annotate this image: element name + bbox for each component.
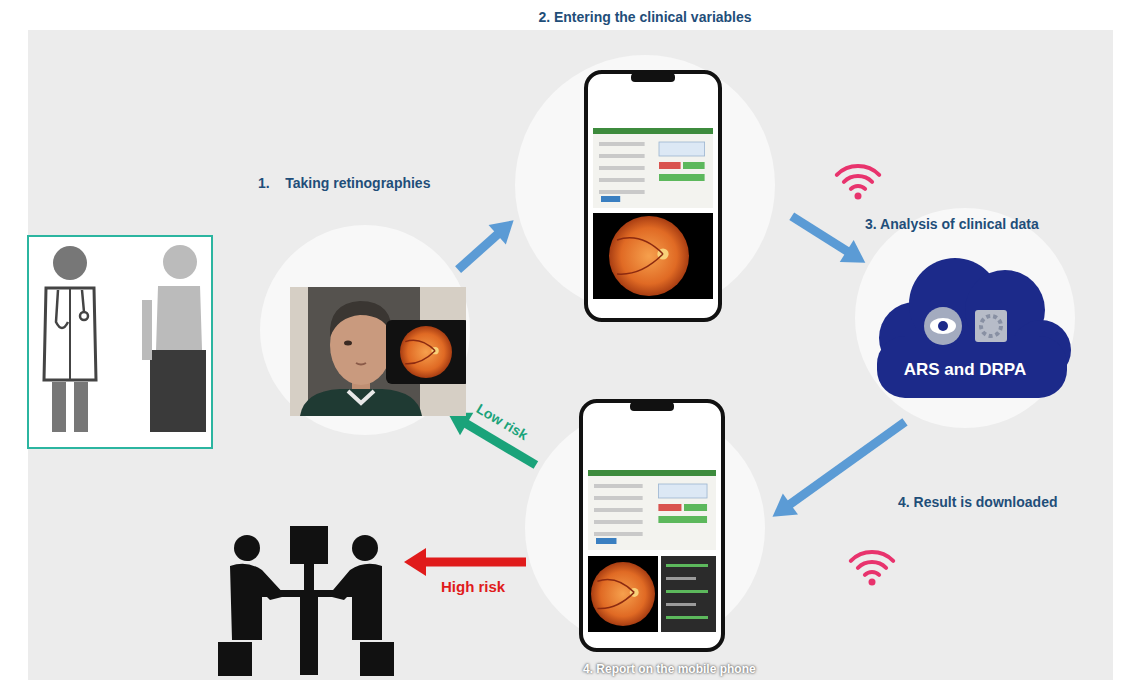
doctor-patient-icon (28, 236, 212, 448)
step-heading: 4. Report on the mobile phone (583, 662, 756, 676)
service-name: ARS and DRPA (904, 360, 1026, 380)
step-heading: 3. Analysis of clinical data (865, 216, 1039, 233)
node-illustration (260, 225, 470, 435)
step-heading: 2. Entering the clinical variables (538, 9, 751, 26)
high-risk-arrow (404, 548, 526, 576)
step-heading: 1. Taking retinographies (258, 175, 430, 192)
cloud-circle: 3. Analysis of clinical dataARS and DRPA (855, 208, 1075, 428)
flow-arrow (458, 220, 514, 269)
flow-arrow (792, 216, 866, 263)
photo-circle: 1. Taking retinographies (260, 225, 470, 435)
risk-label: High risk (441, 578, 505, 596)
node-illustration (525, 408, 765, 648)
edge-label: 4. Result is downloaded (898, 494, 1057, 511)
edge-label: Low risk (473, 400, 530, 443)
ophthalmologist-icon (218, 526, 394, 676)
node-illustration (855, 208, 1075, 428)
flow-arrow (773, 422, 905, 517)
phone-circle: 2. Entering the clinical variables (515, 55, 775, 315)
node-illustration (515, 55, 775, 315)
report-circle: 4. Report on the mobile phone (525, 408, 765, 648)
wifi-icon (837, 166, 879, 199)
wifi-icon (851, 552, 893, 585)
